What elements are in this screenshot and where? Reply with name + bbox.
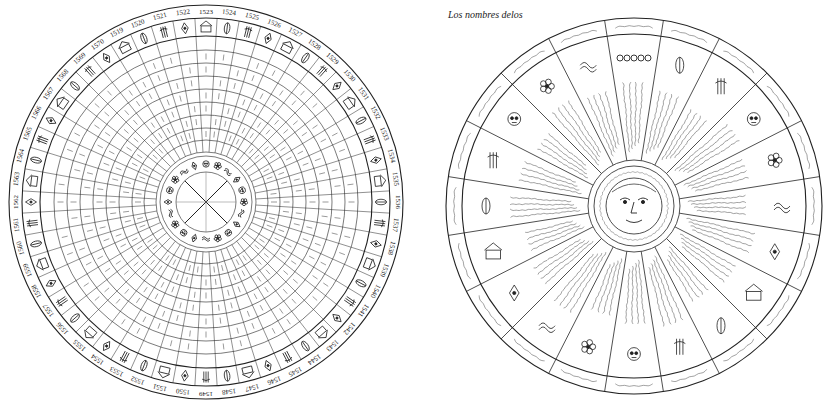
year-number: 1541: [356, 302, 370, 317]
year-number: 1555: [72, 337, 87, 352]
year-number: 1544: [306, 352, 321, 366]
year-number: 1564: [16, 149, 26, 164]
year-number: 1545: [287, 364, 303, 377]
year-number: 1553: [110, 364, 126, 377]
year-number: 1552: [131, 374, 147, 386]
year-number: 1530: [341, 68, 356, 83]
year-number: 1556: [56, 321, 71, 336]
year-number: 1537: [391, 218, 400, 233]
year-number: 1563: [13, 172, 22, 187]
year-number: 1560: [16, 240, 26, 255]
year-number: 1529: [325, 52, 340, 67]
year-number: 1519: [110, 27, 126, 40]
year-number: 1524: [222, 9, 237, 18]
year-number: 1539: [378, 262, 390, 278]
year-number: 1535: [391, 172, 400, 187]
year-number: 1540: [368, 283, 381, 299]
year-number: 1569: [72, 52, 87, 67]
year-number: 1557: [42, 302, 56, 317]
year-number: 1558: [31, 283, 44, 299]
year-number: 1568: [56, 68, 71, 83]
year-number: 1543: [325, 337, 340, 352]
year-number: 1528: [306, 38, 321, 52]
year-number: 1526: [266, 18, 282, 30]
day-sign-wheel: [446, 18, 822, 394]
year-number: 1562: [12, 195, 19, 209]
year-number: 1561: [13, 218, 22, 233]
year-number: 1531: [356, 86, 370, 101]
year-wheel: [9, 5, 403, 399]
year-number: 1542: [341, 321, 356, 336]
year-number: 1548: [222, 387, 237, 396]
year-number: 1546: [266, 374, 282, 386]
year-number: 1551: [153, 382, 168, 392]
year-number: 1570: [90, 38, 105, 52]
year-number: 1550: [176, 387, 191, 396]
year-number: 1559: [22, 262, 34, 278]
year-number: 1527: [287, 27, 303, 40]
year-number: 1547: [244, 382, 259, 392]
year-number: 1536: [393, 195, 400, 209]
year-number: 1520: [131, 18, 147, 30]
page-heading: Los nombres delos: [448, 10, 523, 20]
year-number: 1533: [378, 127, 390, 143]
year-number: 1565: [22, 127, 34, 143]
year-number: 1523: [199, 8, 213, 15]
year-number: 1554: [90, 352, 105, 366]
year-number: 1522: [176, 9, 191, 18]
year-number: 1566: [31, 106, 44, 122]
year-number: 1549: [199, 389, 213, 396]
year-number: 1538: [386, 240, 396, 255]
year-number: 1567: [42, 86, 56, 101]
year-number: 1521: [153, 12, 168, 22]
year-number: 1534: [386, 149, 396, 164]
year-number: 1532: [368, 106, 381, 122]
year-number: 1525: [244, 12, 259, 22]
